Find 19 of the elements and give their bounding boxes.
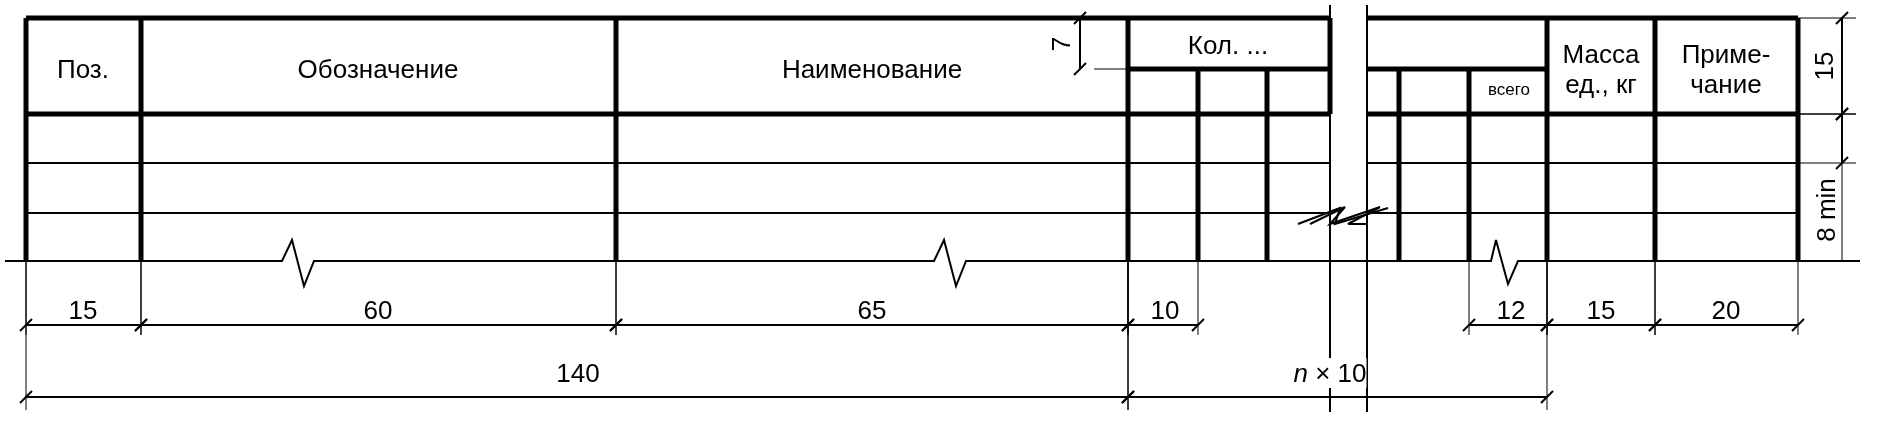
column-header: Поз.	[57, 54, 109, 84]
dimension-label: n × 10	[1293, 358, 1367, 388]
column-header: Кол. ...	[1187, 30, 1269, 60]
column-header: Наименование	[781, 54, 963, 84]
dimension-label: 8 min	[1811, 178, 1841, 242]
dimension-label: 60	[363, 295, 393, 325]
column-header: всего	[1487, 79, 1531, 101]
dimension-label: 10	[1150, 295, 1180, 325]
column-header: Обозначение	[297, 54, 459, 84]
dimension-label: 7	[1046, 36, 1076, 52]
dimension-label: 12	[1496, 295, 1526, 325]
dimension-label: 15	[68, 295, 98, 325]
column-header: Приме- чание	[1680, 39, 1772, 99]
dimension-label: 65	[857, 295, 887, 325]
dimension-label: 140	[556, 358, 600, 388]
column-header: Масса ед., кг	[1561, 39, 1641, 99]
dimension-label: 15	[1809, 51, 1839, 81]
dimension-label: 20	[1711, 295, 1741, 325]
dimension-label: 15	[1586, 295, 1616, 325]
